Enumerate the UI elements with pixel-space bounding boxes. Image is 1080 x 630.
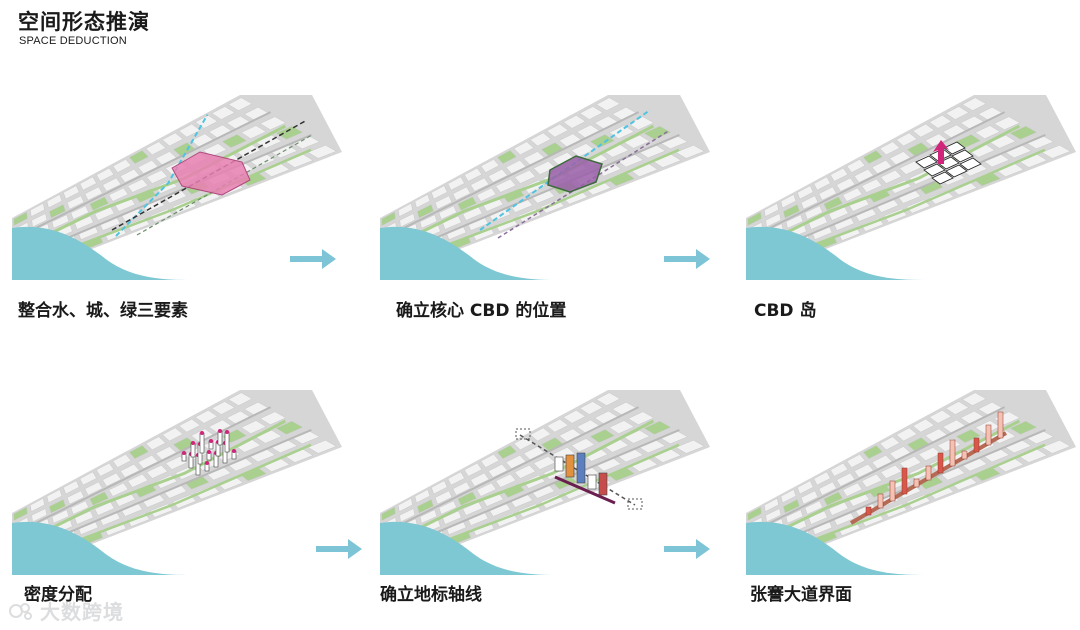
map-svg [380, 390, 710, 575]
step-6-caption: 张謇大道界面 [750, 585, 852, 605]
step-5-diagram [380, 385, 710, 585]
green-corridor [17, 124, 287, 251]
step-6-diagram [746, 385, 1076, 585]
cbd-island [915, 141, 982, 185]
green-corridor [751, 419, 1021, 546]
flow-arrow-icon [316, 539, 362, 559]
step-5-caption: 确立地标轴线 [380, 585, 482, 605]
map-svg [746, 95, 1076, 280]
step-1-diagram [12, 90, 342, 290]
step-3-caption: CBD 岛 [754, 301, 817, 321]
water-body [12, 226, 190, 280]
density-towers [181, 429, 237, 476]
green-corridor [751, 124, 1021, 251]
city-axis-line [111, 119, 308, 231]
step-2-caption: 确立核心 CBD 的位置 [396, 301, 567, 321]
green-corridor [385, 124, 655, 251]
map-svg [380, 95, 710, 280]
flow-arrow-icon [664, 539, 710, 559]
map-svg [12, 390, 342, 575]
map-svg [12, 95, 342, 280]
flow-arrow-icon [290, 249, 336, 269]
up-arrow-icon [933, 140, 949, 164]
green-corridor [17, 419, 287, 546]
page-subtitle: SPACE DEDUCTION [19, 35, 127, 47]
road-line [746, 406, 1006, 536]
water-body [12, 521, 190, 575]
landmark-axis-line [519, 434, 636, 506]
road-line [12, 111, 272, 241]
page-title: 空间形态推演 [18, 10, 150, 34]
cbd-area [547, 155, 603, 193]
water-body [380, 521, 558, 575]
boulevard-towers [865, 411, 1004, 516]
road-line [12, 406, 272, 536]
step-4-diagram [12, 385, 342, 585]
watermark-logo-icon [9, 602, 32, 620]
flow-arrow-icon [664, 249, 710, 269]
water-body [746, 226, 924, 280]
axis-band [554, 475, 616, 505]
road-line [380, 406, 640, 536]
water-body [746, 521, 924, 575]
landmark-buildings [554, 452, 608, 496]
step-4-caption: 密度分配 [24, 585, 92, 605]
road-line [380, 111, 640, 241]
core-area [171, 151, 251, 196]
step-2-diagram [380, 90, 710, 290]
watermark: 大数跨境 [8, 596, 124, 625]
axis-end-marker [627, 498, 643, 510]
step-3-diagram [746, 90, 1076, 290]
watermark-text: 大数跨境 [40, 600, 124, 624]
step-1-caption: 整合水、城、绿三要素 [18, 301, 188, 321]
map-svg [746, 390, 1076, 575]
green-corridor [385, 419, 655, 546]
water-body [380, 226, 558, 280]
road-line [746, 111, 1006, 241]
